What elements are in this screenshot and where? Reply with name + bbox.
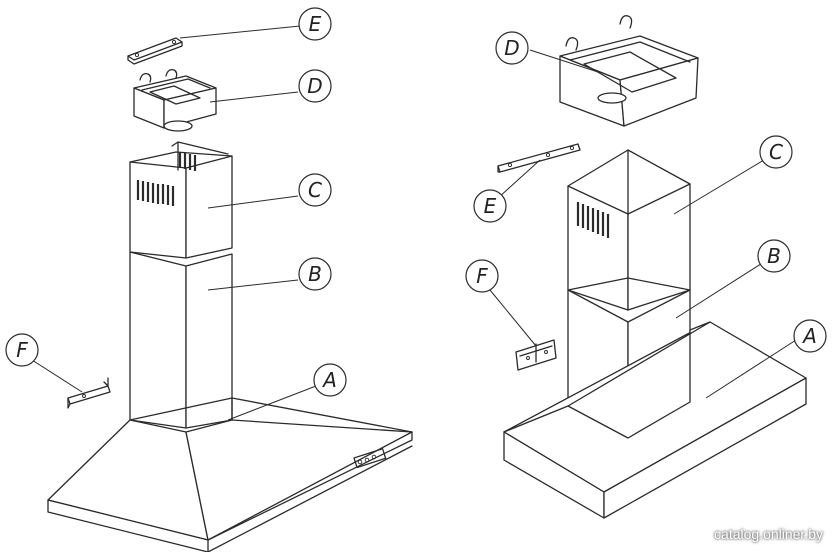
left-callout-b-label: B <box>308 262 322 286</box>
left-callout-a-label: A <box>321 368 337 392</box>
left-part-e-bracket <box>127 37 183 65</box>
right-leader-b <box>675 261 765 319</box>
left-leader-b <box>207 279 299 291</box>
right-leader-f <box>489 289 537 347</box>
right-callout-a-label: A <box>801 324 817 348</box>
left-part-d-deflector <box>133 68 217 132</box>
right-callout-a: A <box>793 319 827 353</box>
left-callout-a: A <box>313 363 347 397</box>
right-leader-a <box>705 339 797 399</box>
right-callout-c-label: C <box>769 140 783 164</box>
right-leader-d <box>529 49 599 73</box>
left-leader-f <box>31 359 83 393</box>
right-callout-c: C <box>759 135 793 169</box>
right-callout-b-label: B <box>767 244 781 268</box>
left-leader-c <box>207 195 299 209</box>
right-callout-e: E <box>473 189 507 223</box>
right-callout-d-label: D <box>504 36 519 60</box>
right-callout-e-label: E <box>484 194 497 218</box>
left-leader-a <box>227 385 317 421</box>
right-part-c-upper-chimney <box>567 149 691 311</box>
left-leader-d <box>209 91 299 103</box>
left-callout-f: F <box>5 333 39 367</box>
left-callout-b: B <box>298 257 332 291</box>
right-callout-f: F <box>465 259 499 293</box>
right-hood-assembly <box>489 15 807 519</box>
left-callout-d-label: D <box>307 74 322 98</box>
right-vent-grille <box>576 202 610 238</box>
right-callout-f-label: F <box>476 264 488 288</box>
left-vent-grille <box>136 180 175 206</box>
left-hood-assembly <box>31 25 413 552</box>
left-callout-c-label: C <box>308 178 322 202</box>
left-vent-grille-upper <box>178 152 197 171</box>
left-callout-f-label: F <box>16 338 28 362</box>
right-leader-c <box>673 159 765 215</box>
left-part-f-bracket <box>67 377 111 409</box>
left-callout-e-label: E <box>309 12 322 36</box>
right-leader-e <box>497 159 541 199</box>
left-control-panel <box>353 448 387 469</box>
right-callout-b: B <box>757 239 791 273</box>
left-leader-e <box>179 25 301 39</box>
right-part-e-bracket <box>497 143 581 173</box>
watermark: catalog.onliner.by <box>714 526 823 542</box>
left-part-b-lower-chimney <box>129 251 233 429</box>
right-part-a-hood-body <box>503 321 807 519</box>
left-callout-c: C <box>298 173 332 207</box>
left-callout-e: E <box>298 7 332 41</box>
left-callout-d: D <box>298 69 332 103</box>
left-part-c-upper-chimney <box>129 141 233 259</box>
right-part-d-deflector <box>559 15 699 127</box>
right-part-f-bracket <box>515 339 557 371</box>
left-part-a-hood-body <box>47 397 413 552</box>
right-callout-d: D <box>495 31 529 65</box>
